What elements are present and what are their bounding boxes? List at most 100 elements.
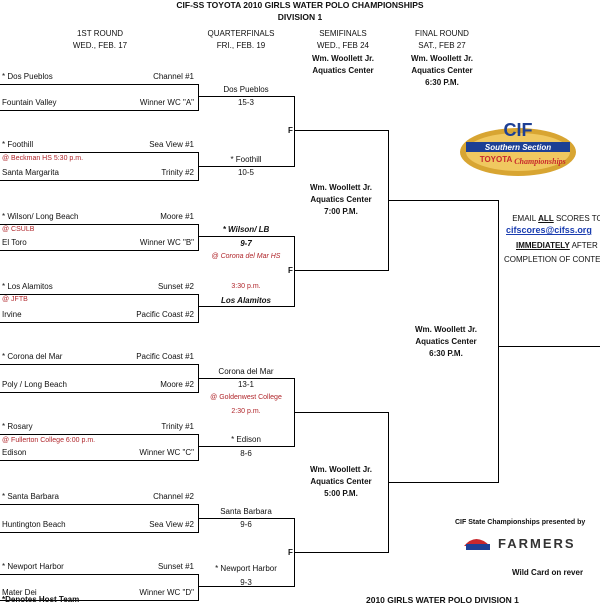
col-qf-title: QUARTERFINALS — [207, 29, 275, 38]
qf3-site: @ Corona del Mar HS — [211, 253, 281, 260]
final-header-time: 6:30 P.M. — [425, 78, 459, 87]
semi2-time: 5:00 P.M. — [324, 489, 358, 498]
page-title: CIF-SS TOYOTA 2010 GIRLS WATER POLO CHAM… — [176, 0, 424, 10]
logo-section-text: Southern Section — [485, 143, 551, 152]
r1-m4-bottom-team: Irvine — [2, 310, 22, 319]
bracket-line — [198, 574, 199, 601]
r1-m8-top-team: * Newport Harbor — [2, 562, 64, 571]
division-footer: 2010 GIRLS WATER POLO DIVISION 1 — [366, 595, 519, 605]
bracket-line — [0, 600, 198, 601]
col-final-title: FINAL ROUND — [415, 29, 469, 38]
bracket-line — [294, 96, 295, 167]
qf8-winner: * Newport Harbor — [215, 564, 277, 573]
bracket-line — [294, 412, 388, 413]
r1-m4-top-seed: Sunset #2 — [157, 282, 194, 291]
col-final-date: SAT., FEB 27 — [418, 41, 466, 50]
r1-m2-top-team: * Foothill — [2, 140, 34, 149]
bracket-line — [294, 270, 388, 271]
r1-m6-top-team: * Rosary — [2, 422, 33, 431]
r1-m6-bottom-seed: Winner WC "C" — [139, 448, 194, 457]
bracket-line — [0, 574, 198, 575]
qf6-winner: * Edison — [231, 435, 261, 444]
r1-m2-site: @ Beckman HS 5:30 p.m. — [2, 155, 84, 162]
after: AFTER — [569, 241, 598, 250]
bracket-line — [0, 224, 198, 225]
r1-m4-bottom-seed: Pacific Coast #2 — [136, 310, 194, 319]
r1-m5-bottom-seed: Moore #2 — [160, 380, 194, 389]
qf7-score: 9-6 — [240, 520, 252, 529]
forfeit-mark-1: F — [288, 126, 293, 135]
farmers-text: FARMERS — [498, 536, 576, 551]
bracket-line — [198, 166, 294, 167]
qf5-site: @ Goldenwest College — [210, 394, 282, 401]
qf1-score: 15-3 — [237, 98, 254, 107]
email-pre: EMAIL — [512, 214, 539, 223]
bracket-line — [198, 434, 199, 461]
bracket-line — [294, 552, 388, 553]
qf6-score: 8-6 — [240, 449, 252, 458]
col-semi-date: WED., FEB 24 — [316, 41, 369, 50]
email-post: SCORES TO — [553, 214, 600, 223]
qf5-score: 13-1 — [237, 380, 254, 389]
r1-m8-bottom-seed: Winner WC "D" — [139, 588, 194, 597]
bracket-line — [0, 110, 198, 111]
col-semi-title: SEMIFINALS — [319, 29, 367, 38]
host-note: *Denotes Host Team — [2, 595, 80, 604]
bracket-line — [388, 200, 498, 201]
r1-m3-top-team: * Wilson/ Long Beach — [2, 212, 79, 221]
final-venue-2: Aquatics Center — [415, 337, 477, 346]
bracket-line — [294, 236, 295, 307]
semi-header-venue-1: Wm. Woollett Jr. — [311, 54, 375, 63]
bracket-line — [198, 224, 199, 251]
bracket-line — [198, 378, 294, 379]
r1-m2-top-seed: Sea View #1 — [149, 140, 194, 149]
col-round1-date: WED., FEB. 17 — [72, 41, 128, 50]
semi2-venue-2: Aquatics Center — [310, 477, 372, 486]
immediately: IMMEDIATELY — [516, 241, 570, 250]
semi-header-venue-2: Aquatics Center — [312, 66, 374, 75]
bracket-line — [198, 236, 294, 237]
final-header-venue-2: Aquatics Center — [411, 66, 473, 75]
r1-m5-top-team: * Corona del Mar — [2, 352, 63, 361]
semi2-venue-1: Wm. Woollett Jr. — [309, 465, 373, 474]
r1-m7-top-seed: Channel #2 — [153, 492, 194, 501]
qf1-winner: Dos Pueblos — [223, 85, 269, 94]
qf2-winner: * Foothill — [230, 155, 262, 164]
r1-m1-bottom-seed: Winner WC "A" — [139, 98, 194, 107]
r1-m1-bottom-team: Fountain Valley — [2, 98, 57, 107]
qf5-time: 2:30 p.m. — [231, 408, 261, 415]
r1-m5-top-seed: Pacific Coast #1 — [136, 352, 194, 361]
bracket-line — [198, 586, 294, 587]
email-link[interactable]: cifscores@cifss.org — [506, 225, 592, 235]
division-title: DIVISION 1 — [277, 12, 323, 22]
qf4-winner: Los Alamitos — [221, 296, 271, 305]
r1-m7-bottom-seed: Sea View #2 — [149, 520, 194, 529]
bracket-line — [0, 392, 198, 393]
r1-m6-bottom-team: Edison — [2, 448, 27, 457]
bracket-line — [388, 482, 498, 483]
bracket-line — [0, 322, 198, 323]
qf4-time: 3:30 p.m. — [231, 283, 261, 290]
semi1-venue-1: Wm. Woollett Jr. — [309, 183, 373, 192]
r1-m3-site: @ CSULB — [2, 226, 35, 233]
bracket-line — [294, 130, 388, 131]
bracket-line — [198, 96, 294, 97]
final-venue-1: Wm. Woollett Jr. — [414, 325, 478, 334]
bracket-line — [0, 294, 198, 295]
logo-champ-text: Championships — [514, 157, 566, 166]
final-time: 6:30 P.M. — [429, 349, 463, 358]
col-round1-title: 1ST ROUND — [76, 29, 124, 38]
farmers-logo: FARMERS — [462, 528, 594, 554]
bracket-line — [198, 446, 294, 447]
final-header-venue-1: Wm. Woollett Jr. — [410, 54, 474, 63]
qf5-winner: Corona del Mar — [218, 367, 274, 376]
qf3-winner: * Wilson/ LB — [222, 225, 270, 234]
semi1-time: 7:00 P.M. — [324, 207, 358, 216]
r1-m8-top-seed: Sunset #1 — [157, 562, 194, 571]
r1-m7-bottom-team: Huntington Beach — [2, 520, 66, 529]
bracket-line — [0, 250, 198, 251]
bracket-line — [198, 294, 199, 323]
r1-m2-bottom-seed: Trinity #2 — [161, 168, 194, 177]
bracket-line — [0, 180, 198, 181]
bracket-line — [198, 518, 294, 519]
